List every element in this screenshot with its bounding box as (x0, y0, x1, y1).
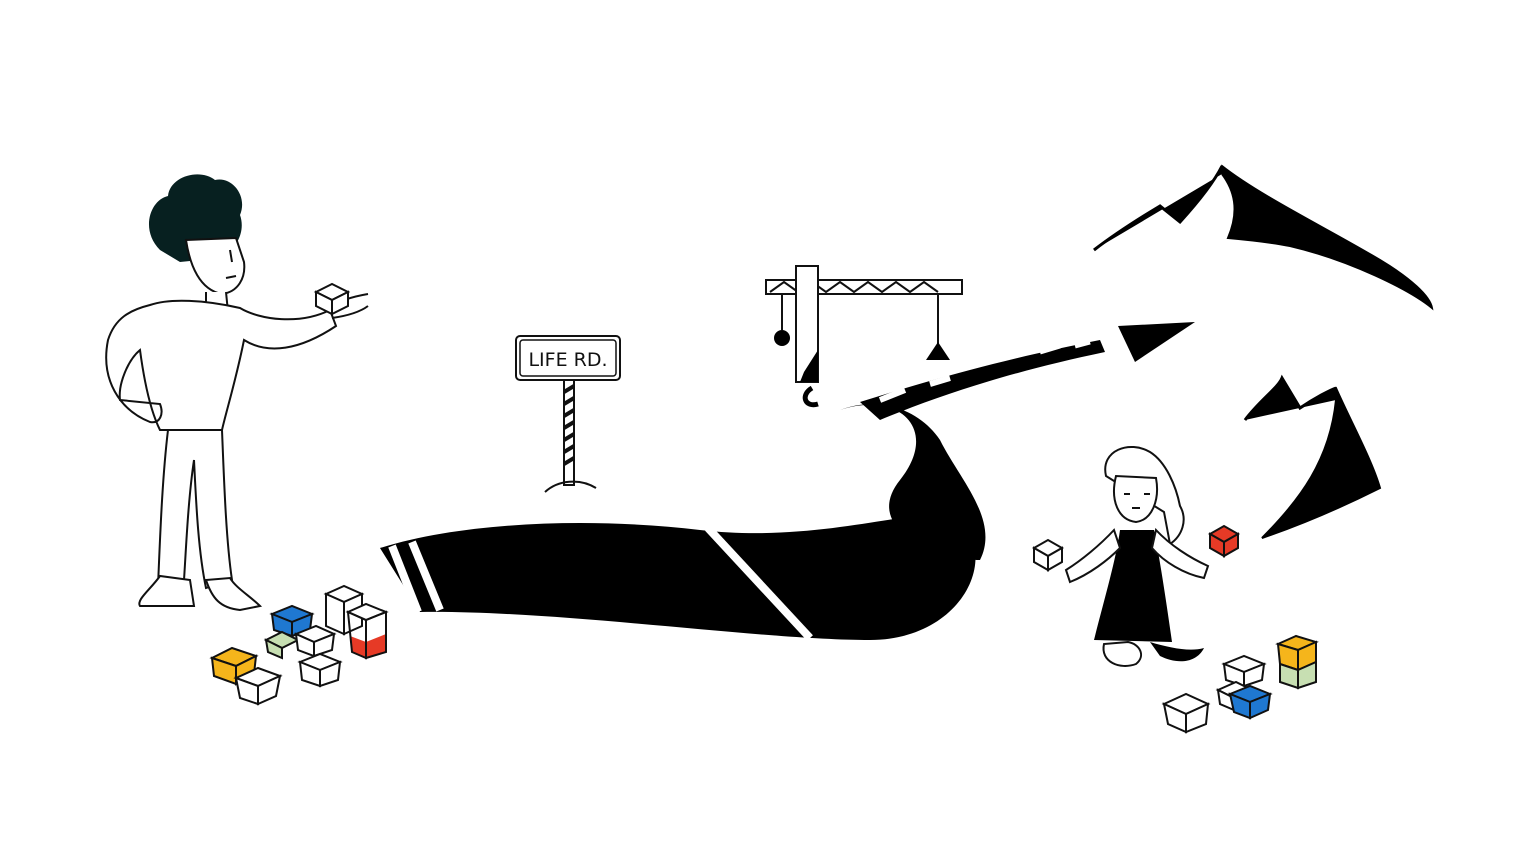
cube-icon (1227, 684, 1273, 720)
road-sign-icon: LIFE RD. (515, 335, 621, 493)
winding-road (380, 322, 1195, 641)
cube-icon (313, 282, 351, 316)
mountain-icon (1093, 164, 1434, 539)
cube-icon (209, 646, 259, 686)
cube-icon (1031, 538, 1065, 572)
cube-icon (1161, 692, 1211, 734)
cube-icon (1275, 634, 1319, 690)
cube-icon (1207, 524, 1241, 558)
cube-icon (1221, 654, 1267, 688)
sign-label: LIFE RD. (528, 349, 607, 371)
crane-icon (765, 265, 963, 408)
cube-icon (345, 602, 389, 660)
standing-man (105, 174, 369, 612)
kneeling-girl (1031, 445, 1241, 667)
cube-icon (293, 624, 337, 658)
cube-icon (297, 652, 343, 688)
cube-icon (263, 630, 301, 660)
blocks-pile-left (209, 584, 389, 706)
cube-icon (233, 666, 283, 706)
blocks-pile-right (1161, 634, 1319, 734)
